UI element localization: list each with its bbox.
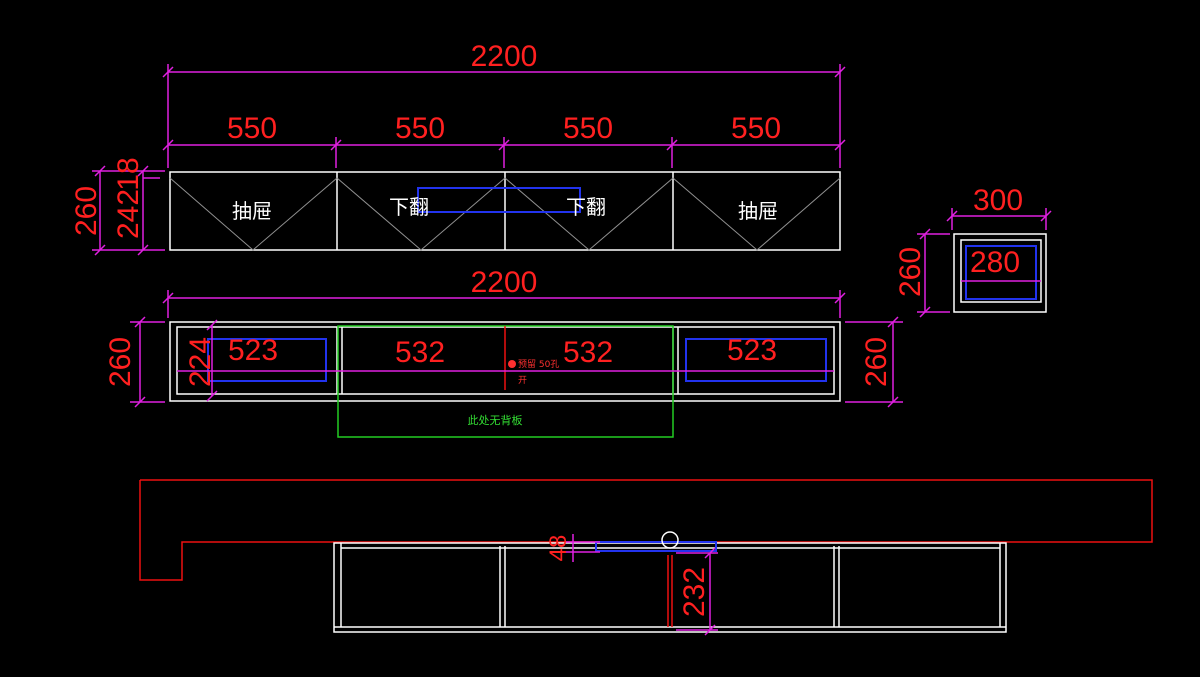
front-height-dimensions: 260 242 18 [70, 157, 165, 256]
plan-offset-label: 48 [545, 535, 572, 562]
side-hidden-panel [965, 245, 1037, 300]
left-hidden-panel [207, 338, 327, 382]
side-inner-outline [960, 239, 1042, 303]
front-view: 2200 550 550 550 550 [70, 40, 846, 256]
side-cabinet-outline [953, 233, 1047, 313]
front-segment-1-label: 550 [227, 112, 277, 145]
plan-depth-label: 232 [678, 567, 711, 617]
front-hidden-recess [417, 187, 581, 213]
cable-hole-marker [508, 360, 516, 368]
bay-1-label: 523 [228, 334, 278, 367]
bay-2-label: 532 [395, 336, 445, 369]
section-inner-height-label: 224 [184, 337, 217, 387]
cable-hole [661, 531, 679, 549]
front-height-small-label: 18 [112, 157, 145, 190]
plan-view: 48 232 [139, 479, 1153, 636]
front-segment-dimensions: 550 550 550 550 [162, 112, 846, 168]
wall-outline [139, 479, 1153, 581]
section-right-height-label: 260 [860, 337, 893, 387]
section-overall-width-label: 2200 [471, 266, 538, 299]
bay-4-label: 523 [727, 334, 777, 367]
section-cabinet-outline [169, 321, 841, 402]
right-hidden-panel [685, 338, 827, 382]
hole-note-line-2: 开 [518, 375, 527, 386]
front-height-outer-label: 260 [70, 186, 103, 236]
side-view: 300 260 280 [894, 184, 1052, 318]
door-label-4: 抽屉 [738, 199, 778, 223]
hole-note-line-1: 预留 50孔 [518, 358, 559, 370]
door-label-1: 抽屉 [232, 199, 272, 223]
front-segment-3-label: 550 [563, 112, 613, 145]
no-back-note: 此处无背板 [468, 413, 523, 427]
door-label-3: 下翻 [566, 195, 606, 219]
side-height-label: 260 [894, 247, 927, 297]
bay-3-label: 532 [563, 336, 613, 369]
side-inner-width-label: 280 [970, 246, 1020, 279]
plan-hidden-recess [595, 541, 717, 552]
front-height-inner-label: 242 [112, 189, 145, 239]
section-view: 2200 260 260 此处无背板 预留 50孔 开 [104, 266, 903, 438]
plan-cabinet-outline [333, 542, 1007, 633]
front-overall-dimension: 2200 [162, 40, 846, 168]
section-left-height-label: 260 [104, 337, 137, 387]
front-segment-4-label: 550 [731, 112, 781, 145]
door-label-2: 下翻 [389, 195, 429, 219]
side-width-label: 300 [973, 184, 1023, 217]
door-swing-lines [169, 177, 841, 251]
front-segment-2-label: 550 [395, 112, 445, 145]
front-overall-width-label: 2200 [471, 40, 538, 73]
